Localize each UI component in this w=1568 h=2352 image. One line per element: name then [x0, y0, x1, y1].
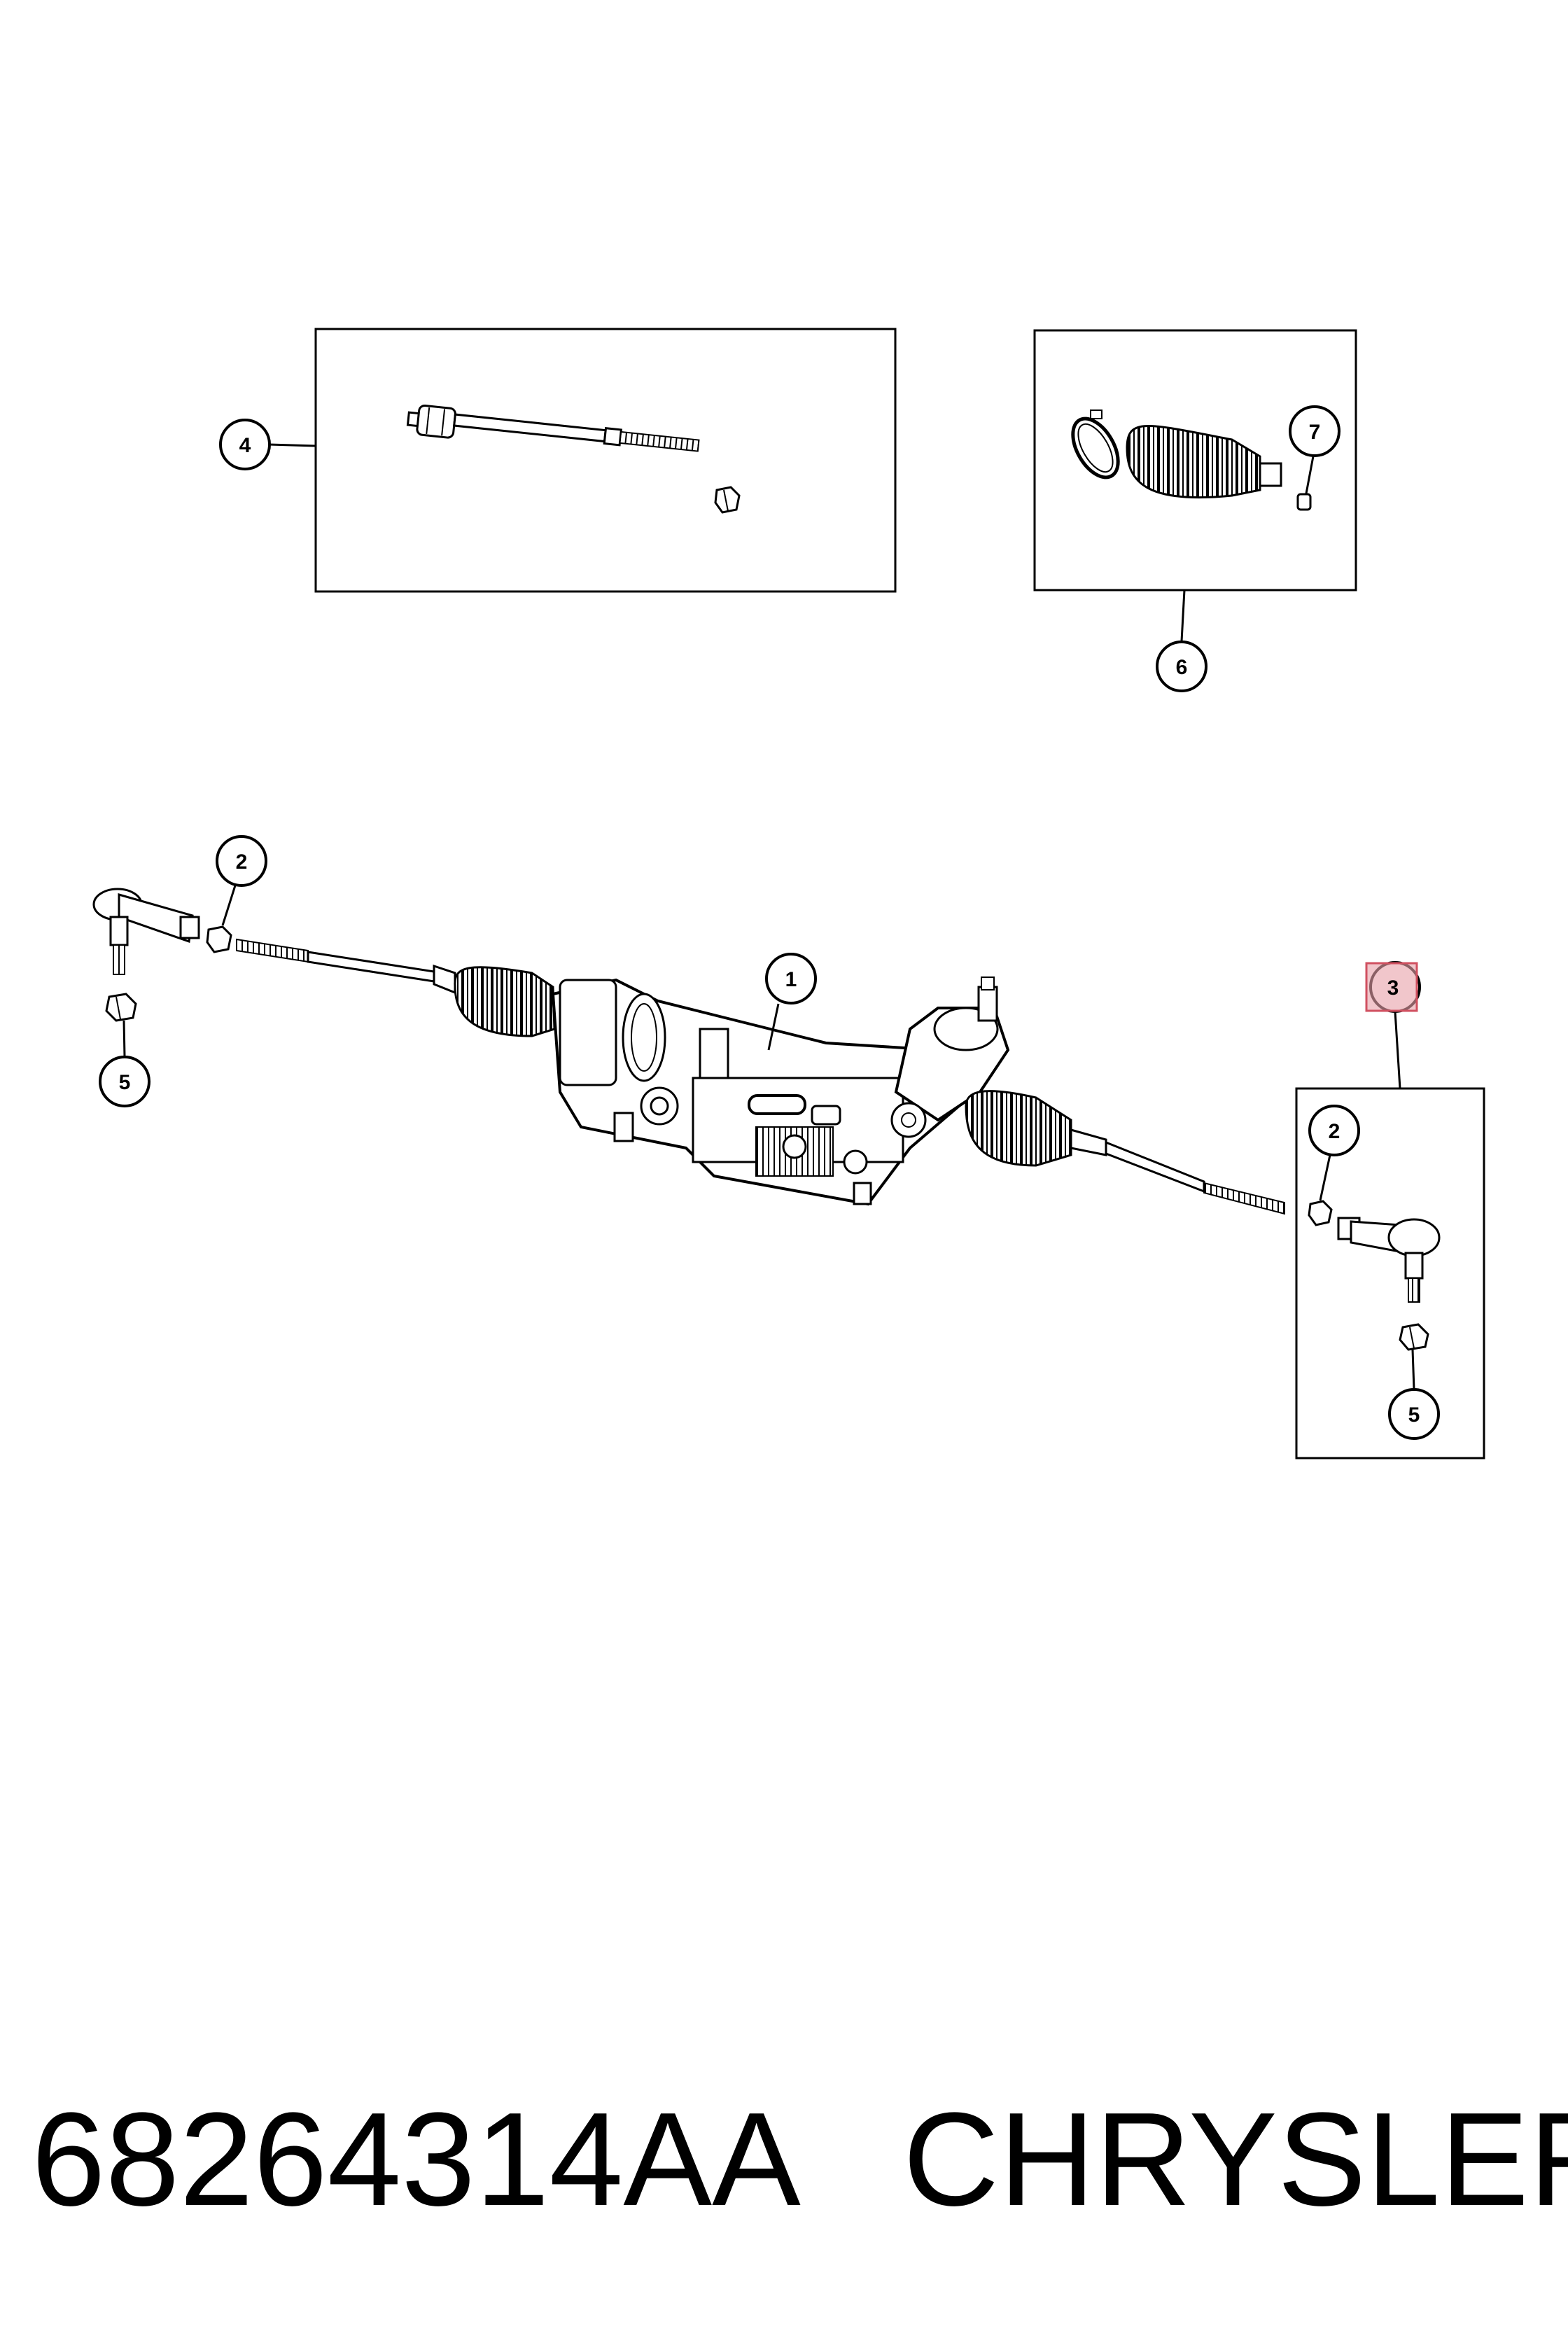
boot-kit-box: 7 6	[1033, 329, 1357, 692]
callout-1: 1	[765, 953, 817, 1004]
svg-text:3: 3	[1387, 976, 1399, 1000]
callout-2-right: 2	[1308, 1105, 1360, 1156]
callout-7: 7	[1289, 405, 1340, 457]
callout-5-left: 5	[99, 1056, 150, 1107]
svg-text:6: 6	[1176, 656, 1188, 679]
outer-tie-rod-end-box: 2 5	[1295, 1011, 1485, 1460]
part-number: 68264314AA	[31, 2085, 801, 2234]
brand-name: CHRYSLER	[903, 2085, 1568, 2234]
svg-text:7: 7	[1309, 421, 1321, 444]
jam-nut-top	[714, 486, 741, 514]
inner-tie-rod-illustration	[406, 404, 700, 452]
right-jam-nut	[1308, 1200, 1333, 1226]
right-outer-tie-rod-end	[1337, 1217, 1441, 1303]
svg-text:5: 5	[1408, 1404, 1420, 1427]
svg-text:5: 5	[119, 1071, 131, 1094]
right-tie-rod	[1105, 1140, 1285, 1215]
callout-2-left: 2	[216, 835, 267, 887]
left-outer-tie-rod-end	[92, 888, 200, 975]
inner-tie-rod-box: 4	[219, 328, 897, 593]
left-jam-nut	[206, 925, 232, 953]
rack-housing	[551, 978, 961, 1206]
callout-6: 6	[1156, 640, 1208, 692]
left-boot	[433, 964, 556, 1037]
svg-text:4: 4	[239, 434, 251, 457]
callout-5-right: 5	[1388, 1388, 1440, 1440]
left-tie-rod	[236, 938, 435, 983]
right-castle-nut	[1399, 1323, 1429, 1351]
callout-4: 4	[219, 419, 271, 470]
steering-boot	[1126, 425, 1282, 499]
boot-clip	[1296, 493, 1312, 511]
right-boot	[965, 1090, 1107, 1167]
left-castle-nut	[105, 993, 137, 1022]
svg-text:2: 2	[1329, 1120, 1340, 1143]
svg-text:2: 2	[236, 850, 248, 874]
svg-text:1: 1	[785, 968, 797, 991]
callout-3-highlighted[interactable]: 3	[1365, 961, 1421, 1013]
boot-clamp	[1071, 410, 1120, 479]
